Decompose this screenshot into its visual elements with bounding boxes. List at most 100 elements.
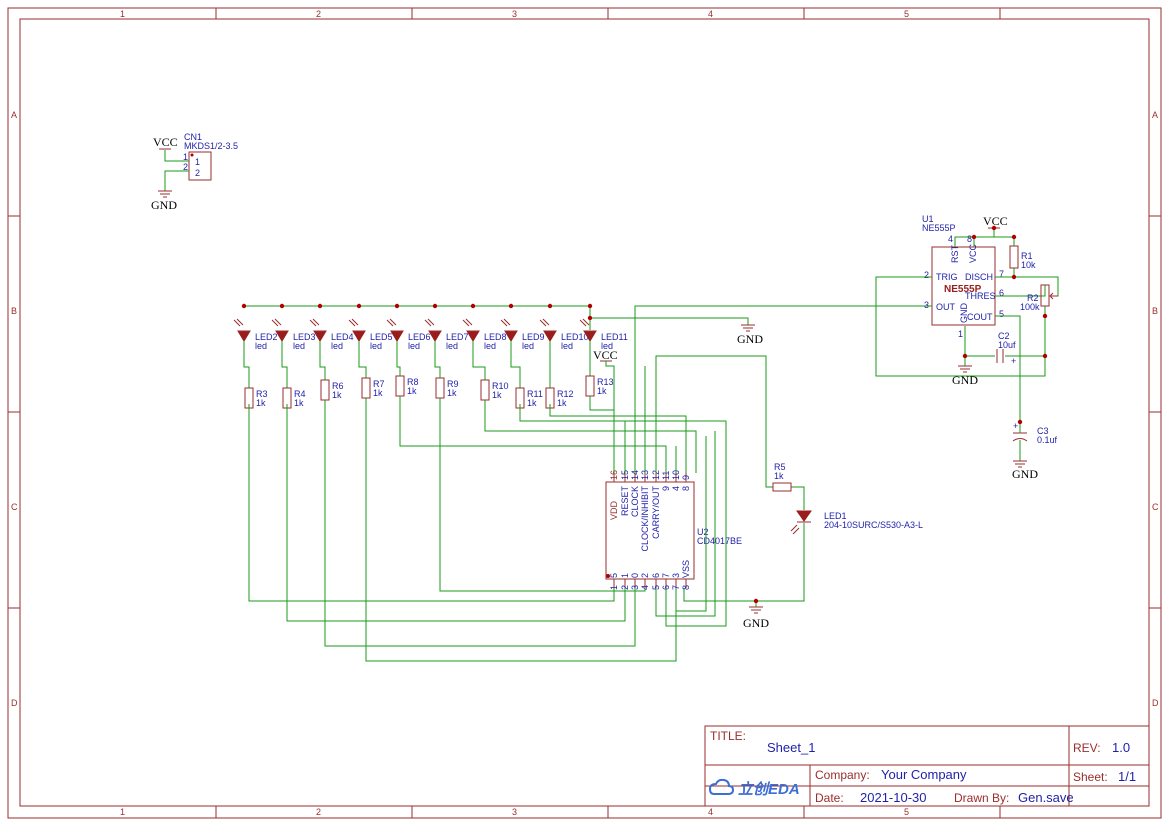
resistor-ref: R9	[447, 379, 459, 389]
company-label: Company:	[815, 768, 870, 782]
ruler: 1 2 3 4 5 1 2 3 4 5 A B C D A B C D	[8, 8, 1161, 818]
u1-body	[931, 246, 996, 326]
gnd-label-u2: GND	[743, 616, 769, 630]
capacitor-c2[interactable]: C2 10uf +	[996, 331, 1016, 366]
r1-ref: R1	[1021, 251, 1033, 261]
led1-ref: LED1	[824, 511, 847, 521]
u1-num-cout: 5	[999, 309, 1004, 319]
resistor-value: 1k	[332, 390, 342, 400]
u1-pin-vcc: VCC	[968, 243, 978, 263]
ic-u1-ne555[interactable]: U1 NE555P NE555P TRIG OUT DISCH THRES CO…	[922, 214, 1004, 339]
gnd-label-cn1: GND	[151, 198, 177, 212]
r5-body	[772, 482, 792, 492]
ruler-row-a: A	[11, 110, 17, 120]
resistor-value: 1k	[373, 388, 383, 398]
drawn-by-label: Drawn By:	[954, 791, 1009, 805]
ruler-row-d-right: D	[1152, 698, 1159, 708]
rail-junction	[241, 303, 247, 309]
capacitor-c3[interactable]: C3 0.1uf +	[1012, 421, 1058, 445]
u2-bottom-pin-num: 2	[620, 585, 630, 590]
led-value: led	[484, 341, 496, 351]
led-value: led	[446, 341, 458, 351]
ruler-row-b: B	[11, 306, 17, 316]
cn1-pin2-num: 2	[183, 162, 188, 172]
u2-top-pin-num: 12	[651, 470, 661, 480]
ruler-row-d: D	[11, 698, 18, 708]
connector-cn1[interactable]: CN1 MKDS1/2-3.5 1 2 1 2	[183, 132, 238, 181]
drawn-by-value: Gen.save	[1018, 790, 1074, 805]
led-arrows	[309, 318, 320, 327]
ruler-row-c-right: C	[1152, 502, 1159, 512]
resistor-value: 1k	[527, 398, 537, 408]
u2-bottom-pin-num: 6	[661, 585, 671, 590]
led-ref: LED11	[601, 332, 628, 342]
r1-body	[1009, 245, 1019, 269]
u1-pin-cout: COUT	[967, 312, 993, 322]
gnd-symbol-u1: GND	[952, 365, 978, 387]
u2-top-pin-name: CLOCK	[630, 486, 640, 517]
ruler-row-c: C	[11, 502, 18, 512]
resistor-value: 1k	[492, 390, 502, 400]
resistor-r1[interactable]: R1 10k	[1009, 245, 1036, 270]
ruler-col-5: 5	[904, 9, 909, 19]
led-arrows	[539, 318, 550, 327]
u1-pin-out: OUT	[936, 302, 956, 312]
u2-bottom-pin-num: 7	[671, 585, 681, 590]
u2-value: CD4017BE	[697, 536, 742, 546]
u2-routing	[248, 400, 727, 662]
led-led1[interactable]: LED1 204-10SURC/S530-A3-L	[790, 510, 923, 535]
rail-junction	[356, 303, 362, 309]
u2-bottom-pin-name: 1	[620, 573, 630, 578]
led-value: led	[561, 341, 573, 351]
rail-junction	[547, 303, 553, 309]
potentiometer-r2[interactable]: R2 100k	[1020, 284, 1058, 312]
resistor-ref: R6	[332, 381, 344, 391]
gnd-label-u1: GND	[952, 373, 978, 387]
cn1-pin2-label: 2	[195, 168, 200, 178]
cloud-icon	[708, 778, 735, 795]
led-value: led	[601, 341, 613, 351]
rail-junction	[394, 303, 400, 309]
gnd-symbol-leds: GND	[737, 324, 763, 346]
u2-bottom-pin-name: 0	[630, 573, 640, 578]
gnd-symbol-c3: GND	[1012, 460, 1038, 481]
rail-junction	[317, 303, 323, 309]
resistor-value: 1k	[557, 398, 567, 408]
led-arrows	[348, 318, 359, 327]
resistor-r5[interactable]: R5 1k	[772, 462, 792, 492]
u2-bottom-pin-num: 8	[681, 585, 691, 590]
vcc-symbol-cn1: VCC	[153, 135, 178, 150]
led-to-resistor-wire	[472, 341, 486, 380]
u2-top-pin-name: VDD	[609, 501, 619, 521]
u1-pin-disch: DISCH	[965, 272, 993, 282]
r5-ref: R5	[774, 462, 786, 472]
resistor-value: 1k	[407, 386, 417, 396]
u1-pin-thres: THRES	[965, 291, 996, 301]
ic-u2-cd4017[interactable]: U2 CD4017BE 16VDD15RESET14CLOCK13CLOCK/I…	[605, 470, 742, 590]
resistor-value: 1k	[447, 388, 457, 398]
u2-top-pin-name: CARRY/OUT	[651, 486, 661, 539]
resistor-ref: R4	[294, 389, 306, 399]
led-ref: LED2	[255, 332, 278, 342]
outer-frame	[7, 7, 1162, 819]
date-label: Date:	[815, 791, 844, 805]
u2-top-pin-num: 11	[661, 471, 671, 480]
u2-top-pin-name: 4	[671, 486, 681, 491]
ruler-col-4: 4	[708, 9, 713, 19]
